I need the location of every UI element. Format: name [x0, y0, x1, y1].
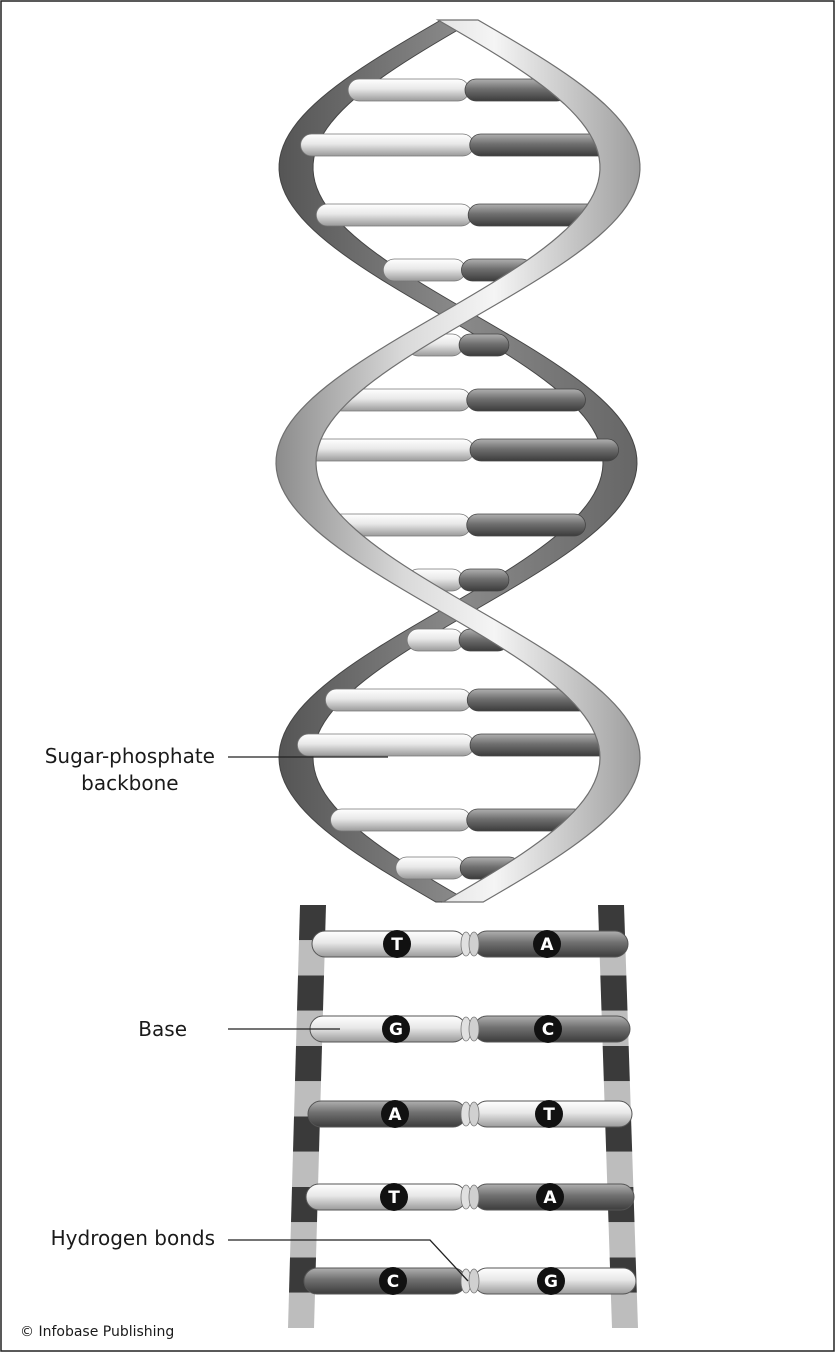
helix-rung-light [316, 204, 472, 226]
double-helix [276, 20, 640, 902]
right-backbone-segment [609, 1222, 636, 1257]
base-right-end [469, 1102, 479, 1126]
helix-rung-dark [470, 439, 619, 461]
helix-rung-dark [467, 514, 586, 536]
base-letter-right: G [544, 1272, 558, 1292]
backbone-label-line1: Sugar-phosphate [45, 743, 215, 770]
base-label: Base [138, 1016, 187, 1043]
credit-text: © Infobase Publishing [20, 1324, 174, 1340]
base-letter-left: A [388, 1105, 402, 1125]
base-letter-right: A [543, 1188, 557, 1208]
base-pair: AT [308, 1100, 632, 1128]
right-backbone-segment [606, 1152, 633, 1187]
helix-rung-light [331, 809, 471, 831]
left-backbone-segment [288, 1293, 315, 1328]
base-right-end [469, 1269, 479, 1293]
right-backbone-segment [600, 976, 627, 1011]
base-letter-left: T [391, 935, 403, 955]
helix-rung-light [348, 79, 469, 101]
base-letter-right: A [540, 935, 554, 955]
left-backbone-segment [292, 1152, 319, 1187]
base-letter-right: C [542, 1020, 554, 1040]
base-letter-right: T [543, 1105, 555, 1125]
helix-rung-light [297, 734, 474, 756]
helix-rung-light [301, 134, 474, 156]
base-pair: GC [310, 1015, 630, 1043]
helix-rung-light [383, 259, 465, 281]
backbone-label-line2: backbone [45, 770, 215, 797]
left-backbone-segment [297, 976, 324, 1011]
helix-rung-light [396, 857, 464, 879]
right-backbone-segment [603, 1046, 630, 1081]
base-pair: TA [312, 930, 628, 958]
helix-rung-light [297, 439, 474, 461]
backbone-label: Sugar-phosphate backbone [45, 743, 215, 797]
base-letter-left: C [387, 1272, 399, 1292]
helix-rung-light [325, 689, 471, 711]
base-pair-ladder: TAGCATTACG [288, 905, 638, 1328]
helix-rung-light [407, 629, 463, 651]
helix-rung-dark [459, 569, 509, 591]
base-right-end [469, 1185, 479, 1209]
base-letter-left: T [388, 1188, 400, 1208]
base-letter-left: G [389, 1020, 403, 1040]
helix-rung-dark [467, 389, 586, 411]
left-backbone-segment [295, 1046, 322, 1081]
base-right-end [469, 1017, 479, 1041]
base-pair: TA [306, 1183, 634, 1211]
helix-rung-dark [459, 334, 509, 356]
right-backbone-segment [611, 1293, 638, 1328]
base-pair: CG [304, 1267, 636, 1295]
hydrogen-bonds-label: Hydrogen bonds [51, 1225, 215, 1252]
base-right-end [469, 932, 479, 956]
